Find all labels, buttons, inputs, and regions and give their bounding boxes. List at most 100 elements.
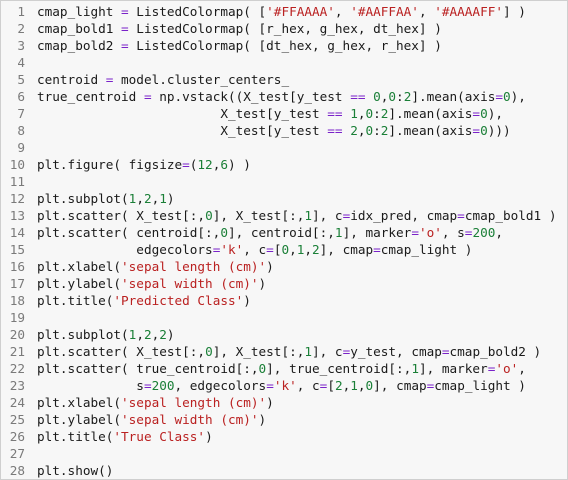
token: plt.subplot( <box>37 327 129 342</box>
code-line[interactable]: 8 X_test[y_test == 2,0:2].mean(axis=0))) <box>1 122 556 139</box>
token: ), <box>487 106 503 121</box>
token-num: 0 <box>373 89 381 104</box>
token: cmap_light ) <box>434 378 526 393</box>
code-line[interactable]: 27 <box>1 445 556 462</box>
token: , edgecolors <box>174 378 267 393</box>
token: ].mean(axis <box>388 106 473 121</box>
code-line[interactable]: 4 <box>1 54 556 71</box>
token-str: 'sepal length (cm)' <box>121 259 267 274</box>
line-number: 8 <box>17 123 25 138</box>
token: ].mean(axis <box>411 89 496 104</box>
code-line[interactable]: 19 <box>1 309 556 326</box>
token: plt.xlabel( <box>37 395 122 410</box>
token: , <box>518 361 526 376</box>
code-text: plt.ylabel('sepal width (cm)') <box>37 276 266 291</box>
token: ) <box>243 293 251 308</box>
line-number: 12 <box>9 191 25 206</box>
token-op: = <box>319 378 328 393</box>
token-num: 200 <box>472 225 496 240</box>
token-num: 2 <box>380 123 389 138</box>
token: ] ) <box>502 4 526 19</box>
token: , <box>357 378 366 393</box>
code-text: plt.scatter( true_centroid[:,0], true_ce… <box>37 361 526 376</box>
line-number: 6 <box>17 89 25 104</box>
token-num: 2 <box>143 327 152 342</box>
line-number: 24 <box>9 395 25 410</box>
token: X_test[y_test <box>37 106 328 121</box>
token-op: = <box>266 242 274 257</box>
token: ))) <box>487 123 511 138</box>
code-line[interactable]: 7 X_test[y_test == 1,0:2].mean(axis=0), <box>1 105 556 122</box>
token: [ <box>327 378 335 393</box>
token-str: 'sepal width (cm)' <box>121 276 259 291</box>
line-number: 7 <box>17 106 25 121</box>
code-text: plt.show() <box>37 463 113 478</box>
token-str: 'sepal width (cm)' <box>121 412 259 427</box>
code-line[interactable]: 13 plt.scatter( X_test[:,0], X_test[:,1],… <box>1 207 557 224</box>
token: plt.scatter( true_centroid[:, <box>37 361 259 376</box>
line-number: 13 <box>9 208 25 223</box>
token: : <box>373 123 381 138</box>
token-num: 0 <box>503 89 511 104</box>
token-num: 0 <box>281 242 290 257</box>
code-text: X_test[y_test == 1,0:2].mean(axis=0), <box>37 106 503 121</box>
code-text: plt.scatter( X_test[:,0], X_test[:,1], c… <box>37 208 556 223</box>
token <box>365 89 373 104</box>
line-number: 28 <box>9 463 25 478</box>
code-line[interactable]: 11 <box>1 173 556 190</box>
token: plt.scatter( centroid[:, <box>37 225 221 240</box>
line-number: 23 <box>9 378 25 393</box>
code-text: true_centroid = np.vstack((X_test[y_test… <box>37 89 526 104</box>
code-line[interactable]: 6 true_centroid = np.vstack((X_test[y_tes… <box>1 88 556 105</box>
token: centroid <box>37 72 106 87</box>
token-op: = <box>266 378 274 393</box>
token-op: = <box>143 378 152 393</box>
token: true_centroid <box>37 89 144 104</box>
code-area[interactable]: 1 cmap_light = ListedColormap( ['#FFAAAA'… <box>1 3 557 479</box>
code-text: plt.ylabel('sepal width (cm)') <box>37 412 266 427</box>
token-op: = <box>143 89 152 104</box>
token-op: = <box>212 242 221 257</box>
line-number: 16 <box>9 259 25 274</box>
token: X_test[y_test <box>37 123 328 138</box>
token-op: = <box>342 208 351 223</box>
token-num: 0 <box>205 344 213 359</box>
code-line[interactable]: 23 s=200, edgecolors='k', c=[2,1,0], cma… <box>1 377 556 394</box>
token: ], true_centroid[:, <box>266 361 412 376</box>
code-line[interactable]: 28 plt.show() <box>1 462 556 479</box>
line-number: 1 <box>17 4 25 19</box>
token-num: 0 <box>480 123 488 138</box>
token: [ <box>273 242 282 257</box>
token: , s <box>441 225 465 240</box>
code-line[interactable]: 15 edgecolors='k', c=[0,1,2], cmap=cmap_… <box>1 241 556 258</box>
token: ) <box>166 191 175 206</box>
token-num: 2 <box>403 89 412 104</box>
code-text: plt.scatter( X_test[:,0], X_test[:,1], c… <box>37 344 541 359</box>
code-line[interactable]: 1 cmap_light = ListedColormap( ['#FFAAAA'… <box>1 3 556 20</box>
token: ], c <box>312 208 343 223</box>
token-op: = <box>342 344 351 359</box>
token: plt.scatter( X_test[:, <box>37 344 206 359</box>
code-line[interactable]: 9 <box>1 139 556 156</box>
line-number: 9 <box>17 140 25 155</box>
token: cmap_bold1 <box>37 21 122 36</box>
token: , <box>334 4 351 19</box>
token: plt.title( <box>37 429 114 444</box>
code-text: cmap_light = ListedColormap( ['#FFAAAA',… <box>37 4 526 19</box>
